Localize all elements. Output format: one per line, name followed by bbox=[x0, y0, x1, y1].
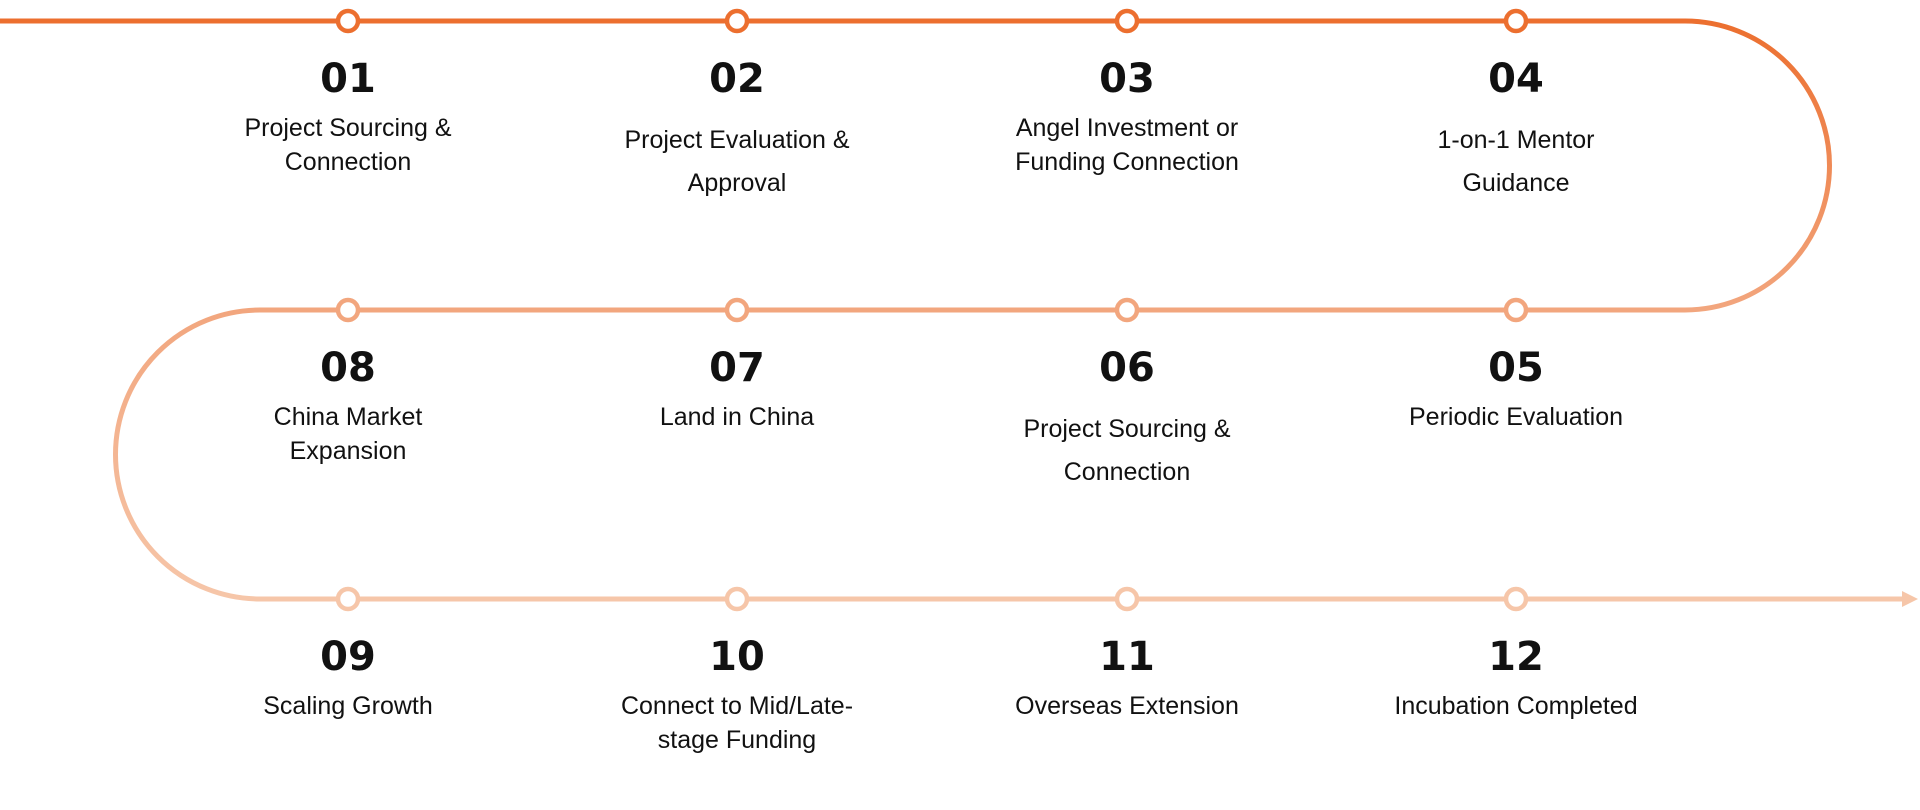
step-number: 10 bbox=[709, 634, 765, 680]
step-node-01 bbox=[335, 8, 361, 34]
step-label-line: Project Sourcing & bbox=[244, 114, 452, 142]
step-node-07 bbox=[724, 297, 750, 323]
step-node-05 bbox=[1503, 297, 1529, 323]
step-number: 02 bbox=[709, 56, 765, 102]
step-node-12 bbox=[1503, 586, 1529, 612]
step-number: 06 bbox=[1099, 345, 1155, 391]
step-label-line: Approval bbox=[687, 169, 787, 197]
step-number: 11 bbox=[1099, 634, 1155, 680]
step-number: 12 bbox=[1488, 634, 1544, 680]
step-label: Project Evaluation & Approval bbox=[587, 119, 887, 205]
step-label-line: Scaling Growth bbox=[263, 692, 433, 720]
step-label: Project Sourcing & Connection bbox=[198, 111, 498, 179]
step-label-line: Project Evaluation & bbox=[624, 126, 850, 154]
step-label: Incubation Completed bbox=[1366, 689, 1666, 723]
step-label-line: Project Sourcing & bbox=[1023, 415, 1231, 443]
step-label: Project Sourcing & Connection bbox=[977, 408, 1277, 494]
step-number: 03 bbox=[1099, 56, 1155, 102]
step-label-line: Overseas Extension bbox=[1015, 692, 1239, 720]
step-node-08 bbox=[335, 297, 361, 323]
step-number: 07 bbox=[709, 345, 765, 391]
step-node-09 bbox=[335, 586, 361, 612]
step-label-line: Periodic Evaluation bbox=[1408, 403, 1623, 431]
step-node-04 bbox=[1503, 8, 1529, 34]
step-label-line: Incubation Completed bbox=[1394, 692, 1638, 720]
step-label-line: Connection bbox=[1063, 458, 1191, 486]
step-number: 04 bbox=[1488, 56, 1544, 102]
step-node-06 bbox=[1114, 297, 1140, 323]
path-curve-left bbox=[113, 307, 261, 602]
step-label-line: stage Funding bbox=[657, 726, 817, 754]
step-label: Connect to Mid/Late-stage Funding bbox=[587, 689, 887, 757]
step-label-line: 1-on-1 Mentor bbox=[1437, 126, 1595, 154]
step-node-03 bbox=[1114, 8, 1140, 34]
step-label: Angel Investment or Funding Connection bbox=[977, 111, 1277, 179]
step-label-line: Land in China bbox=[659, 403, 815, 431]
step-number: 05 bbox=[1488, 345, 1544, 391]
step-label: Scaling Growth bbox=[198, 689, 498, 723]
step-label: Land in China bbox=[587, 400, 887, 434]
step-node-02 bbox=[724, 8, 750, 34]
step-label: Periodic Evaluation bbox=[1366, 400, 1666, 434]
step-number: 08 bbox=[320, 345, 376, 391]
step-node-11 bbox=[1114, 586, 1140, 612]
step-node-10 bbox=[724, 586, 750, 612]
step-label-line: Guidance bbox=[1462, 169, 1570, 197]
arrow-head-icon bbox=[1902, 591, 1918, 607]
step-label-line: Funding Connection bbox=[1015, 148, 1239, 176]
step-label-line: Connection bbox=[284, 148, 412, 176]
step-number: 01 bbox=[320, 56, 376, 102]
step-label-line: Connect to Mid/Late- bbox=[620, 692, 854, 720]
step-label-line: Expansion bbox=[289, 437, 407, 465]
step-label-line: Angel Investment or bbox=[1015, 114, 1239, 142]
step-label: Overseas Extension bbox=[977, 689, 1277, 723]
step-number: 09 bbox=[320, 634, 376, 680]
step-label-line: China Market bbox=[273, 403, 423, 431]
path-curve-right bbox=[1684, 18, 1832, 313]
